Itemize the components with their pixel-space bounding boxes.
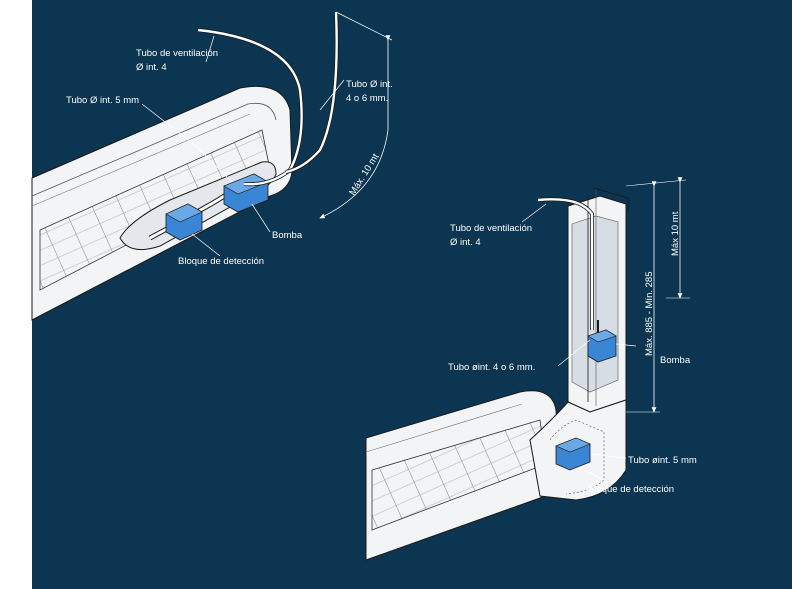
left-pump-label: Bomba [272,230,303,241]
left-detection-block [165,203,203,241]
right-outlet-tube-label: Tubo øint. 4 o 6 mm. [448,362,535,373]
right-unit-diagram: Tubo de ventilación Ø int. 4 Máx 10 mt M… [365,177,697,561]
right-drain-tube-label: Tubo øint. 5 mm [628,455,697,466]
right-pump-label: Bomba [660,355,691,366]
right-pump [587,320,617,363]
right-max-length-label: Máx 10 mt [670,211,681,256]
right-vent-tube-label-1: Tubo de ventilación [450,223,532,234]
left-vent-tube-label-2: Ø int. 4 [136,62,167,73]
right-height-range-label: Máx. 885 - Mín. 285 [644,272,655,356]
left-detection-block-label: Bloque de detección [178,256,264,267]
left-drain-tube-label: Tubo Ø int. 5 mm [66,95,139,106]
left-vent-tube-label-1: Tubo de ventilación [136,48,218,59]
right-vent-tube-label-2: Ø int. 4 [450,237,481,248]
left-outlet-tube-label-1: Tubo Ø int. [346,79,393,90]
right-detection-block [555,437,591,471]
right-detection-block-label: Bloque de detección [588,484,674,495]
left-unit-top-band [31,102,277,197]
left-outlet-tube-label-2: 4 o 6 mm. [346,93,388,104]
